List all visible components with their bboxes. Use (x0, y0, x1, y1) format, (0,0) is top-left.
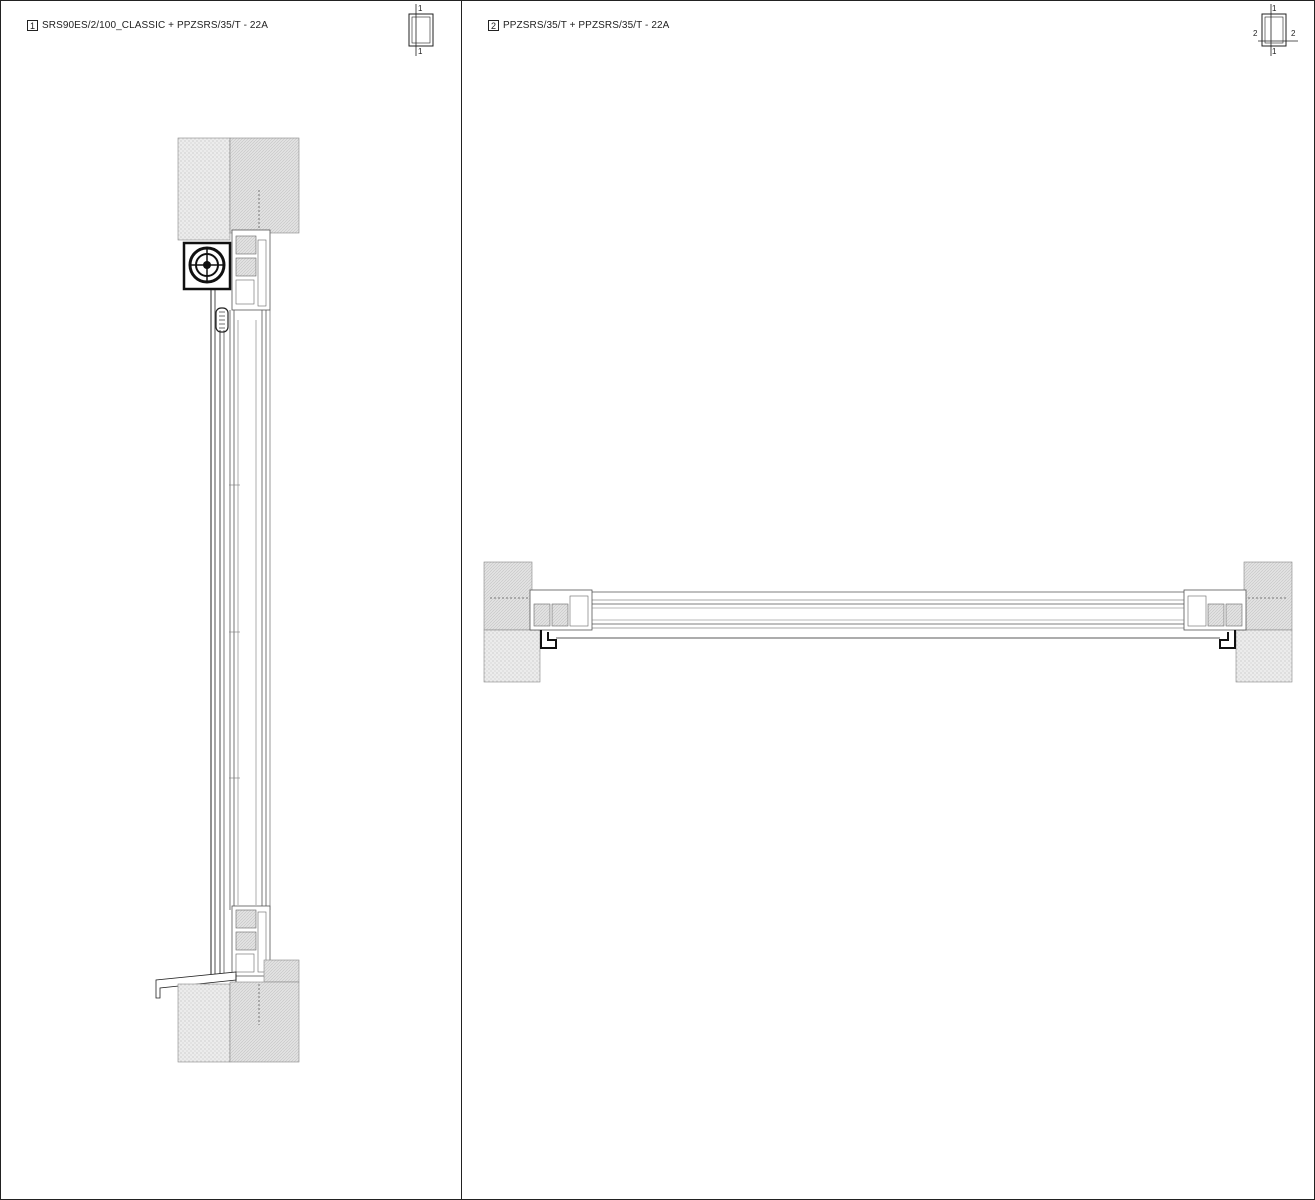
left-wall-insulation (483, 629, 541, 683)
panel-1-title: 1 SRS90ES/2/100_CLASSIC + PPZSRS/35/T - … (27, 20, 268, 31)
section-marker-top-2: 1 (1272, 4, 1277, 13)
sill-masonry (229, 981, 300, 1063)
section-key-icon-1: 1 1 (408, 4, 434, 56)
horizontal-section (483, 561, 1293, 683)
panel-1-title-text: SRS90ES/2/100_CLASSIC + PPZSRS/35/T - 22… (42, 20, 268, 31)
sill-insulation (177, 983, 231, 1063)
section-marker-top-1: 1 (418, 4, 423, 13)
section-marker-left-2: 2 (1253, 29, 1258, 38)
panel-2-number: 2 (488, 20, 499, 31)
section-marker-bottom-2: 1 (1272, 47, 1277, 56)
panel-1-number: 1 (27, 20, 38, 31)
lintel-masonry (229, 137, 300, 234)
lintel-insulation (177, 137, 231, 241)
right-wall-insulation (1235, 629, 1293, 683)
section-marker-bottom-1: 1 (418, 47, 423, 56)
right-wall-masonry (1243, 561, 1293, 631)
panel-2-title: 2 PPZSRS/35/T + PPZSRS/35/T - 22A (488, 20, 669, 31)
left-guide-rail (540, 630, 557, 649)
left-wall-masonry (483, 561, 533, 631)
section-key-icon-2: 1 2 2 1 (1253, 4, 1298, 56)
panel-divider (461, 0, 462, 1200)
right-guide-rail (1219, 630, 1236, 649)
vertical-section (155, 137, 300, 1063)
panel-2-title-text: PPZSRS/35/T + PPZSRS/35/T - 22A (503, 20, 670, 31)
section-marker-right-2: 2 (1291, 29, 1296, 38)
